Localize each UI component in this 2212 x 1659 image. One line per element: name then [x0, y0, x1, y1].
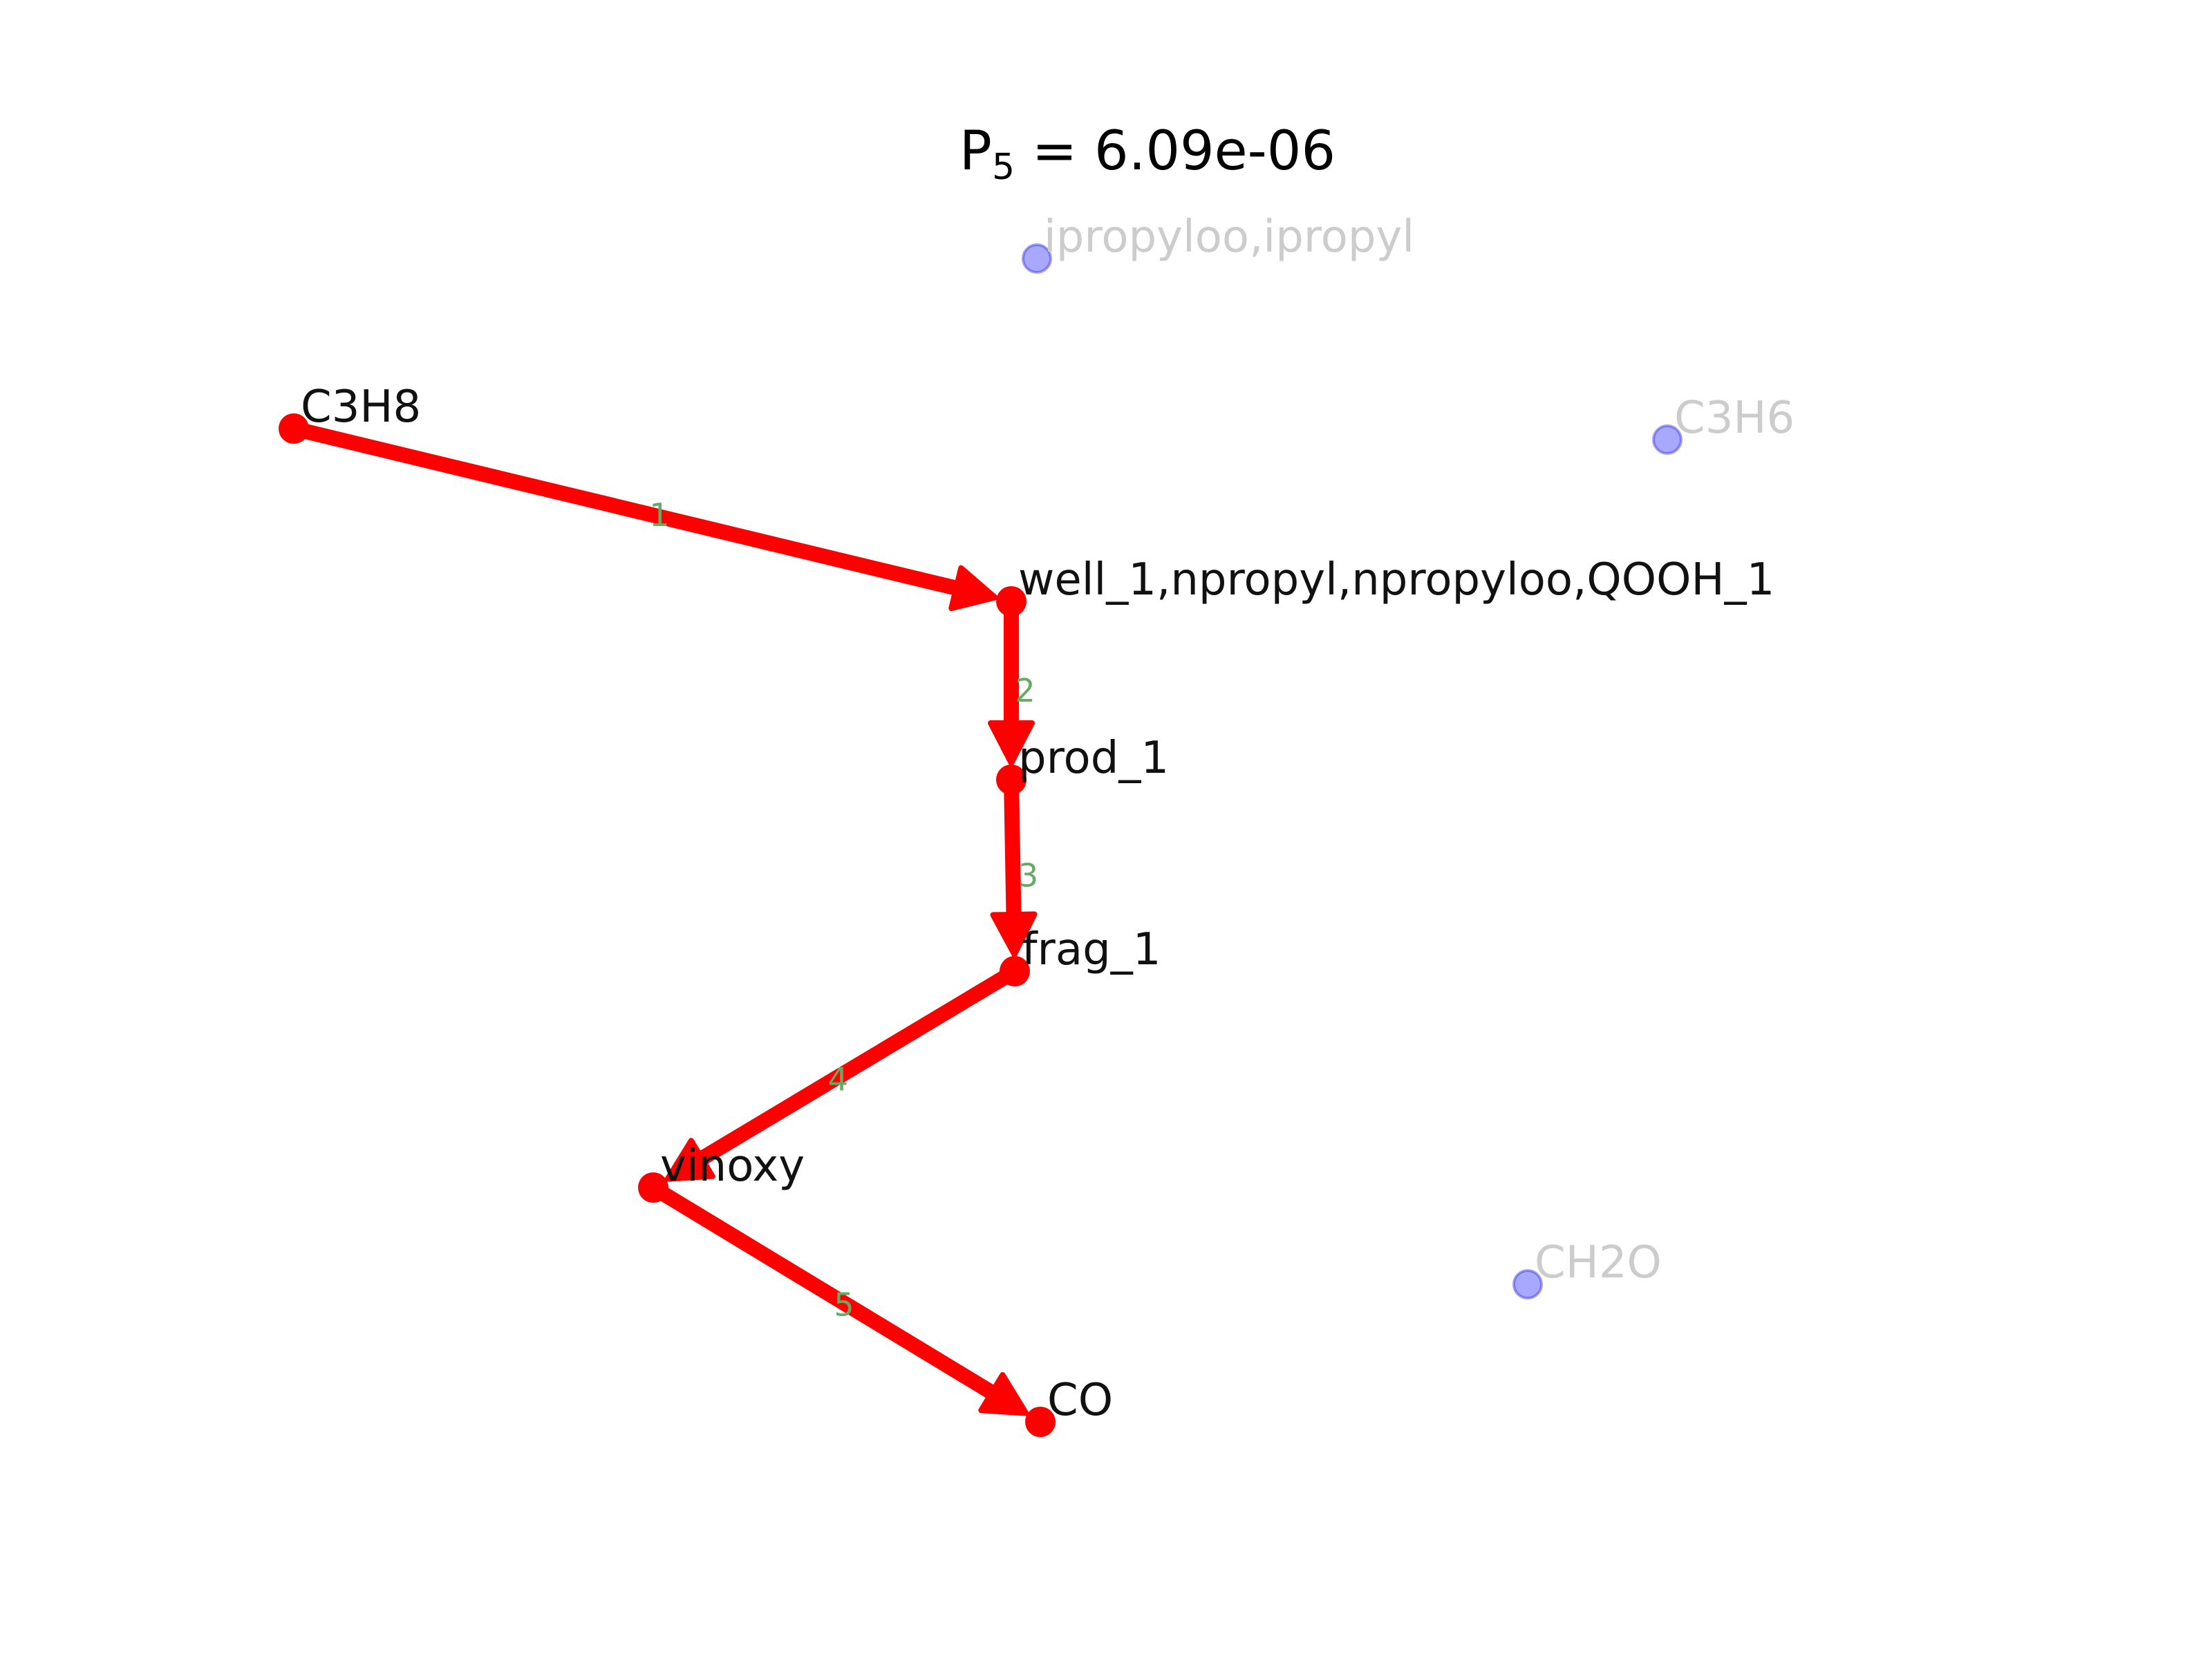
node-label: CO	[1047, 1375, 1113, 1426]
node-marker-CO	[1025, 1407, 1056, 1437]
node-layer	[279, 243, 1683, 1437]
node-marker-CH2O	[1512, 1269, 1543, 1300]
pathway-edge-3	[990, 772, 1038, 958]
pathway-edge-1	[286, 421, 998, 611]
node-label: vinoxy	[660, 1141, 805, 1192]
node-label: ipropyloo,ipropyl	[1044, 212, 1414, 263]
node-label: C3H6	[1674, 393, 1794, 444]
node-marker-ipropyloo,ipropyl	[1022, 243, 1052, 274]
arrowhead	[948, 565, 998, 611]
edge-line	[1004, 772, 1022, 926]
node-marker-frag_1	[1000, 956, 1030, 986]
diagram-title: P5 = 6.09e-06	[959, 120, 1335, 188]
edge-line	[691, 964, 1022, 1168]
pathway-edge-4	[664, 964, 1022, 1182]
node-label: CH2O	[1535, 1237, 1662, 1288]
step-number-1: 1	[649, 496, 669, 534]
node-label: prod_1	[1018, 733, 1169, 784]
arrowhead	[988, 720, 1035, 766]
node-label: frag_1	[1022, 924, 1161, 975]
edge-line	[286, 421, 967, 597]
arrowhead	[990, 911, 1038, 958]
arrowhead	[664, 1138, 715, 1182]
step-number-5: 5	[834, 1286, 854, 1324]
node-marker-prod_1	[996, 765, 1027, 795]
edge-line	[646, 1180, 1002, 1402]
node-marker-C3H6	[1652, 424, 1683, 455]
node-marker-well_1,npropyl,npropyloo,QOOH_1	[996, 586, 1027, 617]
node-marker-C3H8	[279, 413, 309, 444]
node-marker-vinoxy	[638, 1172, 668, 1203]
step-number-4: 4	[828, 1061, 848, 1098]
step-number-3: 3	[1018, 857, 1038, 894]
step-number-2: 2	[1015, 672, 1035, 709]
step-label-layer: 1 2 3 4 5	[649, 496, 1038, 1324]
node-label: well_1,npropyl,npropyloo,QOOH_1	[1018, 554, 1774, 606]
pathway-edge-2	[988, 594, 1035, 766]
pathway-edge-5	[646, 1180, 1029, 1416]
edge-layer	[286, 421, 1038, 1416]
node-label-layer: C3H8 well_1,npropyl,npropyloo,QOOH_1 prod_…	[301, 212, 1794, 1426]
node-label: C3H8	[301, 382, 421, 433]
arrowhead	[978, 1371, 1029, 1416]
